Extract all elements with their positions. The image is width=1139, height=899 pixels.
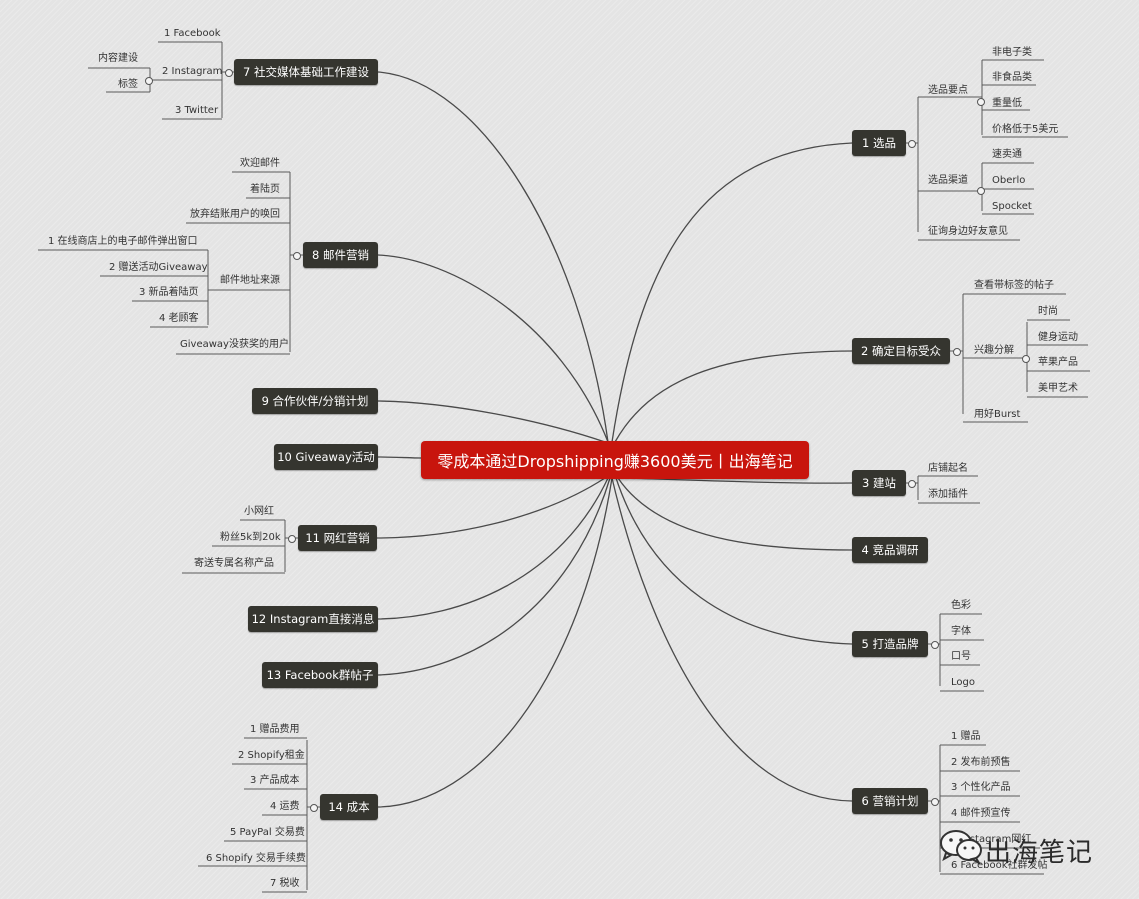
- subtopic[interactable]: 速卖通: [992, 149, 1022, 160]
- subtopic[interactable]: 7 税收: [270, 878, 300, 889]
- subtopic[interactable]: 1 Facebook: [164, 28, 221, 39]
- subtopic[interactable]: 4 老顾客: [159, 313, 199, 324]
- branch-social-media[interactable]: 7 社交媒体基础工作建设: [234, 59, 378, 85]
- branch-costs[interactable]: 14 成本: [320, 794, 378, 820]
- subtopic[interactable]: 邮件地址来源: [220, 275, 280, 286]
- subtopic[interactable]: Oberlo: [992, 175, 1026, 186]
- subtopic[interactable]: 标签: [118, 79, 138, 90]
- subtopic[interactable]: 1 在线商店上的电子邮件弹出窗口: [48, 236, 198, 247]
- subtopic[interactable]: 征询身边好友意见: [928, 226, 1008, 237]
- collapse-toggle[interactable]: [931, 798, 939, 806]
- subtopic[interactable]: 重量低: [992, 98, 1022, 109]
- subtopic[interactable]: Logo: [951, 677, 975, 688]
- branch-giveaway[interactable]: 10 Giveaway活动: [274, 444, 378, 470]
- subtopic[interactable]: 3 产品成本: [250, 775, 300, 786]
- subtopic[interactable]: 店铺起名: [928, 463, 968, 474]
- subtopic[interactable]: 时尚: [1038, 306, 1058, 317]
- subtopic[interactable]: 2 Shopify租金: [238, 750, 305, 761]
- collapse-toggle[interactable]: [310, 804, 318, 812]
- collapse-toggle[interactable]: [977, 98, 985, 106]
- subtopic[interactable]: 2 发布前预售: [951, 757, 1011, 768]
- collapse-toggle[interactable]: [977, 187, 985, 195]
- collapse-toggle[interactable]: [145, 77, 153, 85]
- branch-marketing-plan[interactable]: 6 营销计划: [852, 788, 928, 814]
- collapse-toggle[interactable]: [1022, 355, 1030, 363]
- subtopic[interactable]: 选品渠道: [928, 175, 968, 186]
- subtopic[interactable]: 字体: [951, 626, 971, 637]
- subtopic[interactable]: 3 新品着陆页: [139, 287, 199, 298]
- collapse-toggle[interactable]: [293, 252, 301, 260]
- branch-email-marketing[interactable]: 8 邮件营销: [303, 242, 378, 268]
- subtopic[interactable]: 苹果产品: [1038, 357, 1078, 368]
- subtopic[interactable]: 非食品类: [992, 72, 1032, 83]
- collapse-toggle[interactable]: [908, 140, 916, 148]
- branch-selection[interactable]: 1 选品: [852, 130, 906, 156]
- subtopic[interactable]: Spocket: [992, 201, 1032, 212]
- subtopic[interactable]: 2 赠送活动Giveaway: [109, 262, 208, 273]
- subtopic[interactable]: 选品要点: [928, 85, 968, 96]
- collapse-toggle[interactable]: [931, 641, 939, 649]
- subtopic[interactable]: 5 Instagram网红: [951, 834, 1032, 845]
- subtopic[interactable]: 2 Instagram: [162, 66, 223, 77]
- collapse-toggle[interactable]: [225, 69, 233, 77]
- subtopic[interactable]: 4 邮件预宣传: [951, 808, 1011, 819]
- subtopic[interactable]: 6 Shopify 交易手续费: [206, 853, 306, 864]
- branch-affiliate[interactable]: 9 合作伙伴/分销计划: [252, 388, 378, 414]
- subtopic[interactable]: 口号: [951, 651, 971, 662]
- subtopic[interactable]: 添加插件: [928, 489, 968, 500]
- subtopic[interactable]: 用好Burst: [974, 409, 1021, 420]
- branch-target-audience[interactable]: 2 确定目标受众: [852, 338, 950, 364]
- subtopic[interactable]: 放弃结账用户的唤回: [190, 209, 280, 220]
- subtopic[interactable]: 色彩: [951, 600, 971, 611]
- subtopic[interactable]: 3 个性化产品: [951, 782, 1011, 793]
- branch-instagram-dm[interactable]: 12 Instagram直接消息: [248, 606, 378, 632]
- subtopic[interactable]: 健身运动: [1038, 332, 1078, 343]
- central-topic[interactable]: 零成本通过Dropshipping赚3600美元丨出海笔记: [421, 441, 809, 479]
- subtopic[interactable]: 5 PayPal 交易费: [230, 827, 305, 838]
- subtopic[interactable]: 欢迎邮件: [240, 158, 280, 169]
- subtopic[interactable]: 查看带标签的帖子: [974, 280, 1054, 291]
- subtopic[interactable]: 粉丝5k到20k: [220, 532, 281, 543]
- subtopic[interactable]: 小网红: [244, 506, 274, 517]
- subtopic[interactable]: 价格低于5美元: [992, 124, 1059, 135]
- collapse-toggle[interactable]: [953, 348, 961, 356]
- subtopic[interactable]: 6 Facebook社群发帖: [951, 860, 1048, 871]
- branch-influencer[interactable]: 11 网红营销: [298, 525, 377, 551]
- subtopic[interactable]: 非电子类: [992, 47, 1032, 58]
- subtopic[interactable]: 4 运费: [270, 801, 300, 812]
- branch-branding[interactable]: 5 打造品牌: [852, 631, 928, 657]
- subtopic[interactable]: 1 赠品: [951, 731, 981, 742]
- subtopic[interactable]: 3 Twitter: [175, 105, 219, 116]
- subtopic[interactable]: 寄送专属名称产品: [194, 558, 274, 569]
- branch-competitor-research[interactable]: 4 竞品调研: [852, 537, 928, 563]
- subtopic[interactable]: Giveaway没获奖的用户: [180, 339, 289, 350]
- collapse-toggle[interactable]: [288, 535, 296, 543]
- collapse-toggle[interactable]: [908, 480, 916, 488]
- branch-facebook-groups[interactable]: 13 Facebook群帖子: [262, 662, 378, 688]
- subtopic[interactable]: 着陆页: [250, 184, 280, 195]
- wechat-icon: [940, 830, 982, 864]
- subtopic[interactable]: 美甲艺术: [1038, 383, 1078, 394]
- branch-build-store[interactable]: 3 建站: [852, 470, 906, 496]
- subtopic[interactable]: 1 赠品费用: [250, 724, 300, 735]
- subtopic[interactable]: 内容建设: [98, 53, 138, 64]
- watermark-text: 出海笔记: [985, 838, 1094, 868]
- subtopic[interactable]: 兴趣分解: [974, 345, 1014, 356]
